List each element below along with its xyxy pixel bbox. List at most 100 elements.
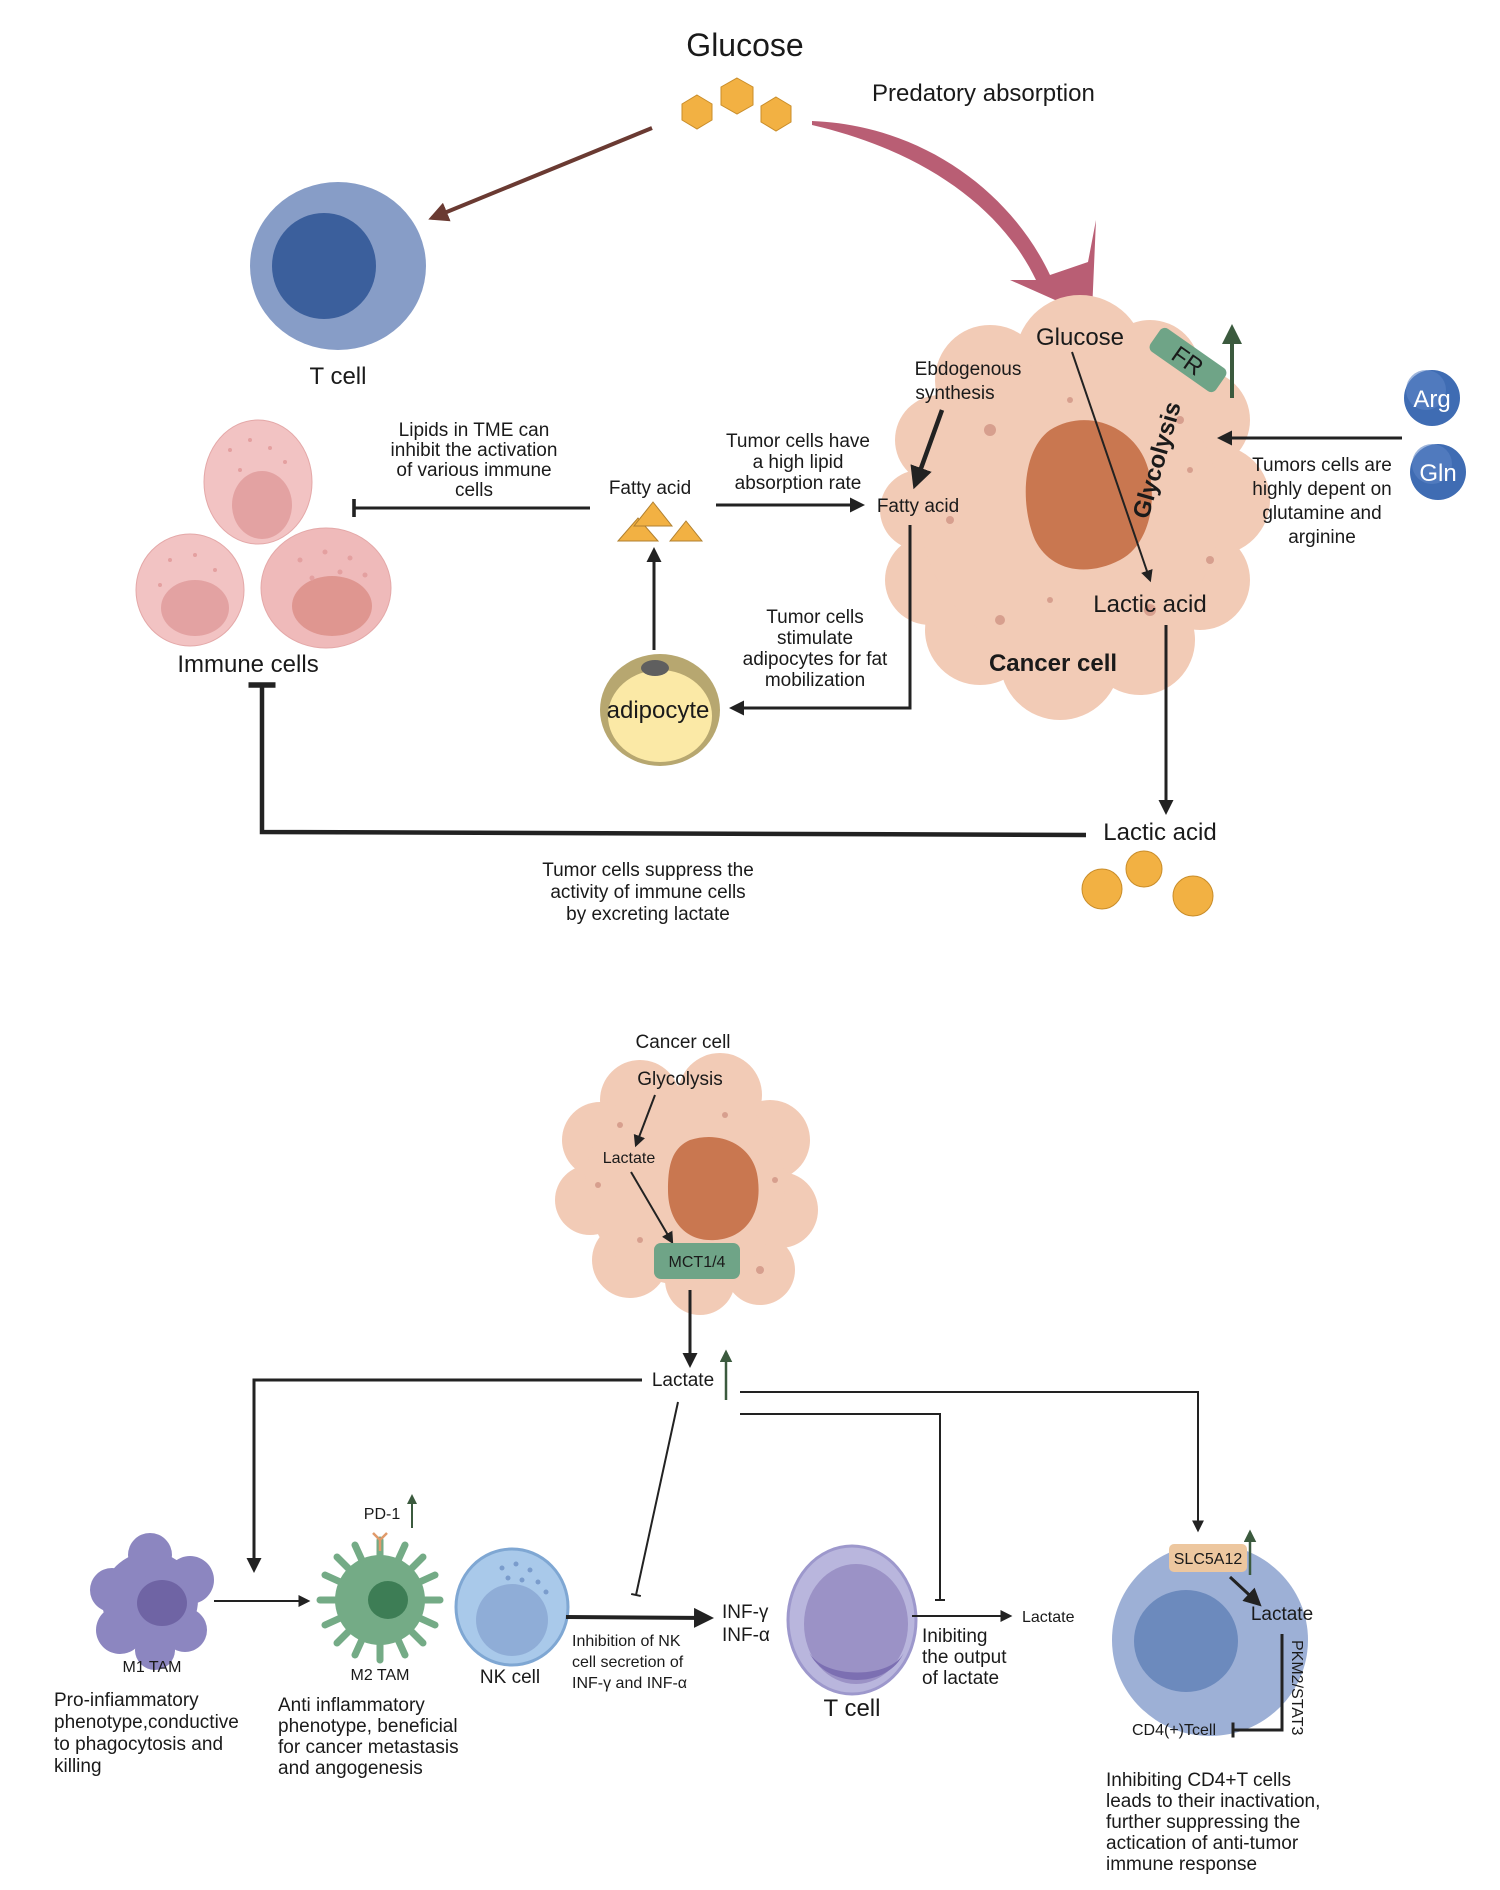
mobilization-note-line: stimulate xyxy=(777,628,853,649)
cd4-note-line: leads to their inactivation, xyxy=(1106,1791,1320,1812)
endogenous-label-2: synthesis xyxy=(915,383,994,404)
lactic-acid-out-label: Lactic acid xyxy=(1103,819,1216,846)
m1-note-line: phenotype,conductive xyxy=(54,1712,239,1733)
fatty-acid-label: Fatty acid xyxy=(609,478,691,499)
m2-note: Anti inflammatory phenotype, beneficial … xyxy=(278,1695,459,1779)
suppress-note: Tumor cells suppress the activity of imm… xyxy=(542,860,754,925)
nk-cell xyxy=(454,1547,570,1667)
glucose-hexagon xyxy=(760,96,792,132)
lactic-acid-molecule xyxy=(1172,875,1214,917)
lactic-acid-molecule xyxy=(1125,850,1163,888)
cancer-lactic-acid-label: Lactic acid xyxy=(1093,591,1206,618)
fatty-acid-triangle xyxy=(632,501,674,527)
amino-note: Tumors cells are highly depent on glutam… xyxy=(1252,455,1392,548)
lactic-acid-molecule xyxy=(1081,868,1123,910)
amino-note-line: glutamine and xyxy=(1262,503,1381,524)
cd4-note-line: Inhibiting CD4+T cells xyxy=(1106,1770,1291,1791)
cd4-note: Inhibiting CD4+T cells leads to their in… xyxy=(1106,1770,1320,1875)
m1-tam-label: M1 TAM xyxy=(123,1659,182,1676)
tcell-label: T cell xyxy=(310,363,367,390)
nk-note-line: cell secretion of xyxy=(572,1654,684,1671)
pd1-label: PD-1 xyxy=(364,1506,401,1523)
cd4-tcell-label: CD4(+)Tcell xyxy=(1132,1722,1216,1739)
glucose-to-tcell-arrow xyxy=(428,126,653,222)
lipid-note: Lipids in TME can inhibit the activation… xyxy=(391,420,558,501)
lactate-tcell-inhibition-line xyxy=(740,1413,945,1601)
cancer-nucleus xyxy=(1025,420,1152,570)
m1-tam-cell xyxy=(90,1533,214,1670)
immune-cell xyxy=(203,419,313,545)
mobilization-note-line: adipocytes for fat xyxy=(743,649,888,670)
slc5a12-transporter: SLC5A12 xyxy=(1169,1544,1247,1572)
nk-note-line: Inhibition of NK xyxy=(572,1633,681,1650)
pkm2-stat3-label: PKM2/STAT3 xyxy=(1288,1640,1305,1736)
tcell-note-line: Inibiting xyxy=(922,1626,988,1647)
lactate-to-macrophage-arrow xyxy=(246,1378,642,1573)
suppress-note-line: by excreting lactate xyxy=(566,904,730,925)
m2-note-line: for cancer metastasis xyxy=(278,1737,459,1758)
glucose-molecules xyxy=(681,77,792,132)
absorption-note-line: Tumor cells have xyxy=(726,431,870,452)
cancer-glucose-label: Glucose xyxy=(1036,324,1124,351)
nk-cell-label: NK cell xyxy=(480,1667,540,1688)
m2-note-line: Anti inflammatory xyxy=(278,1695,425,1716)
bottom-lactate-inner: Lactate xyxy=(603,1150,656,1167)
lactic-acid-molecules xyxy=(1081,850,1214,917)
m1-note-line: killing xyxy=(54,1756,102,1777)
m2-tam-cell xyxy=(316,1532,444,1664)
mobilization-note: Tumor cells stimulate adipocytes for fat… xyxy=(743,607,888,691)
tcell-nucleus xyxy=(272,213,376,319)
adipocyte-cell xyxy=(600,654,720,766)
glycolysis-arrow xyxy=(1071,351,1153,583)
absorption-note-line: absorption rate xyxy=(735,473,862,494)
m1-note: Pro-infiammatory phenotype,conductive to… xyxy=(54,1690,239,1777)
tcell-top xyxy=(250,182,426,350)
bottom-cancer-nucleus xyxy=(668,1136,759,1241)
lactate-to-cd4-arrow xyxy=(740,1391,1204,1533)
cd4-note-line: actication of anti-tumor xyxy=(1106,1833,1299,1854)
nk-note: Inhibition of NK cell secretion of INF-γ… xyxy=(572,1633,687,1692)
m2-tam-label: M2 TAM xyxy=(351,1667,410,1684)
glutamine-molecule: Gln xyxy=(1410,444,1466,500)
mct-transporter: MCT1/4 xyxy=(654,1243,740,1279)
m2-note-line: phenotype, beneficial xyxy=(278,1716,458,1737)
suppress-note-line: activity of immune cells xyxy=(550,882,745,903)
lipid-note-line: inhibit the activation xyxy=(391,440,558,461)
endogenous-synthesis-arrow xyxy=(910,409,945,490)
tcell-note-line: the output xyxy=(922,1647,1007,1668)
cytoplasm-dots xyxy=(946,397,1214,625)
m2-note-line: and angogenesis xyxy=(278,1758,423,1779)
endogenous-label-1: Ebdogenous xyxy=(915,359,1022,380)
suppress-note-line: Tumor cells suppress the xyxy=(542,860,754,881)
slc-to-lactate-arrow xyxy=(1228,1575,1262,1607)
arginine-molecule: Arg xyxy=(1404,370,1460,426)
adipocyte-label: adipocyte xyxy=(607,697,710,724)
m1-note-line: Pro-infiammatory xyxy=(54,1690,199,1711)
cd4-note-line: immune response xyxy=(1106,1854,1257,1875)
top-panel: Glucose Predatory absorption T cell xyxy=(135,27,1466,925)
tcell-bottom xyxy=(786,1544,918,1696)
cancer-cell-title: Cancer cell xyxy=(989,650,1117,677)
glycolysis-to-lactate-arrow xyxy=(633,1094,656,1148)
cd4-lactate-label: Lactate xyxy=(1251,1604,1313,1625)
lactate-immune-inhibition-line xyxy=(248,682,1087,838)
lactate-hub-label: Lactate xyxy=(652,1370,714,1391)
immune-cell xyxy=(260,527,392,649)
pd1-receptor-icon xyxy=(372,1532,388,1551)
bottom-panel: Cancer cell Glycolysis Lactate MCT1/4 La… xyxy=(54,1032,1320,1875)
tcell-lactate-label: Lactate xyxy=(1022,1609,1075,1626)
fatty-acid-triangle xyxy=(616,517,660,542)
mobilization-note-line: Tumor cells xyxy=(766,607,863,628)
arg-label: Arg xyxy=(1413,386,1450,413)
absorption-note-line: a high lipid xyxy=(753,452,844,473)
inf-alpha-label: INF-α xyxy=(722,1625,770,1646)
bottom-cancer-title: Cancer cell xyxy=(635,1032,730,1053)
fatty-acid-molecules xyxy=(616,501,704,542)
cancer-fatty-acid-label: Fatty acid xyxy=(877,496,959,517)
fatty-acid-triangle xyxy=(668,520,704,542)
immune-cells xyxy=(135,419,392,649)
cd4-tcell xyxy=(1112,1544,1308,1736)
glucose-title: Glucose xyxy=(686,27,803,63)
immune-cells-label: Immune cells xyxy=(177,651,318,678)
